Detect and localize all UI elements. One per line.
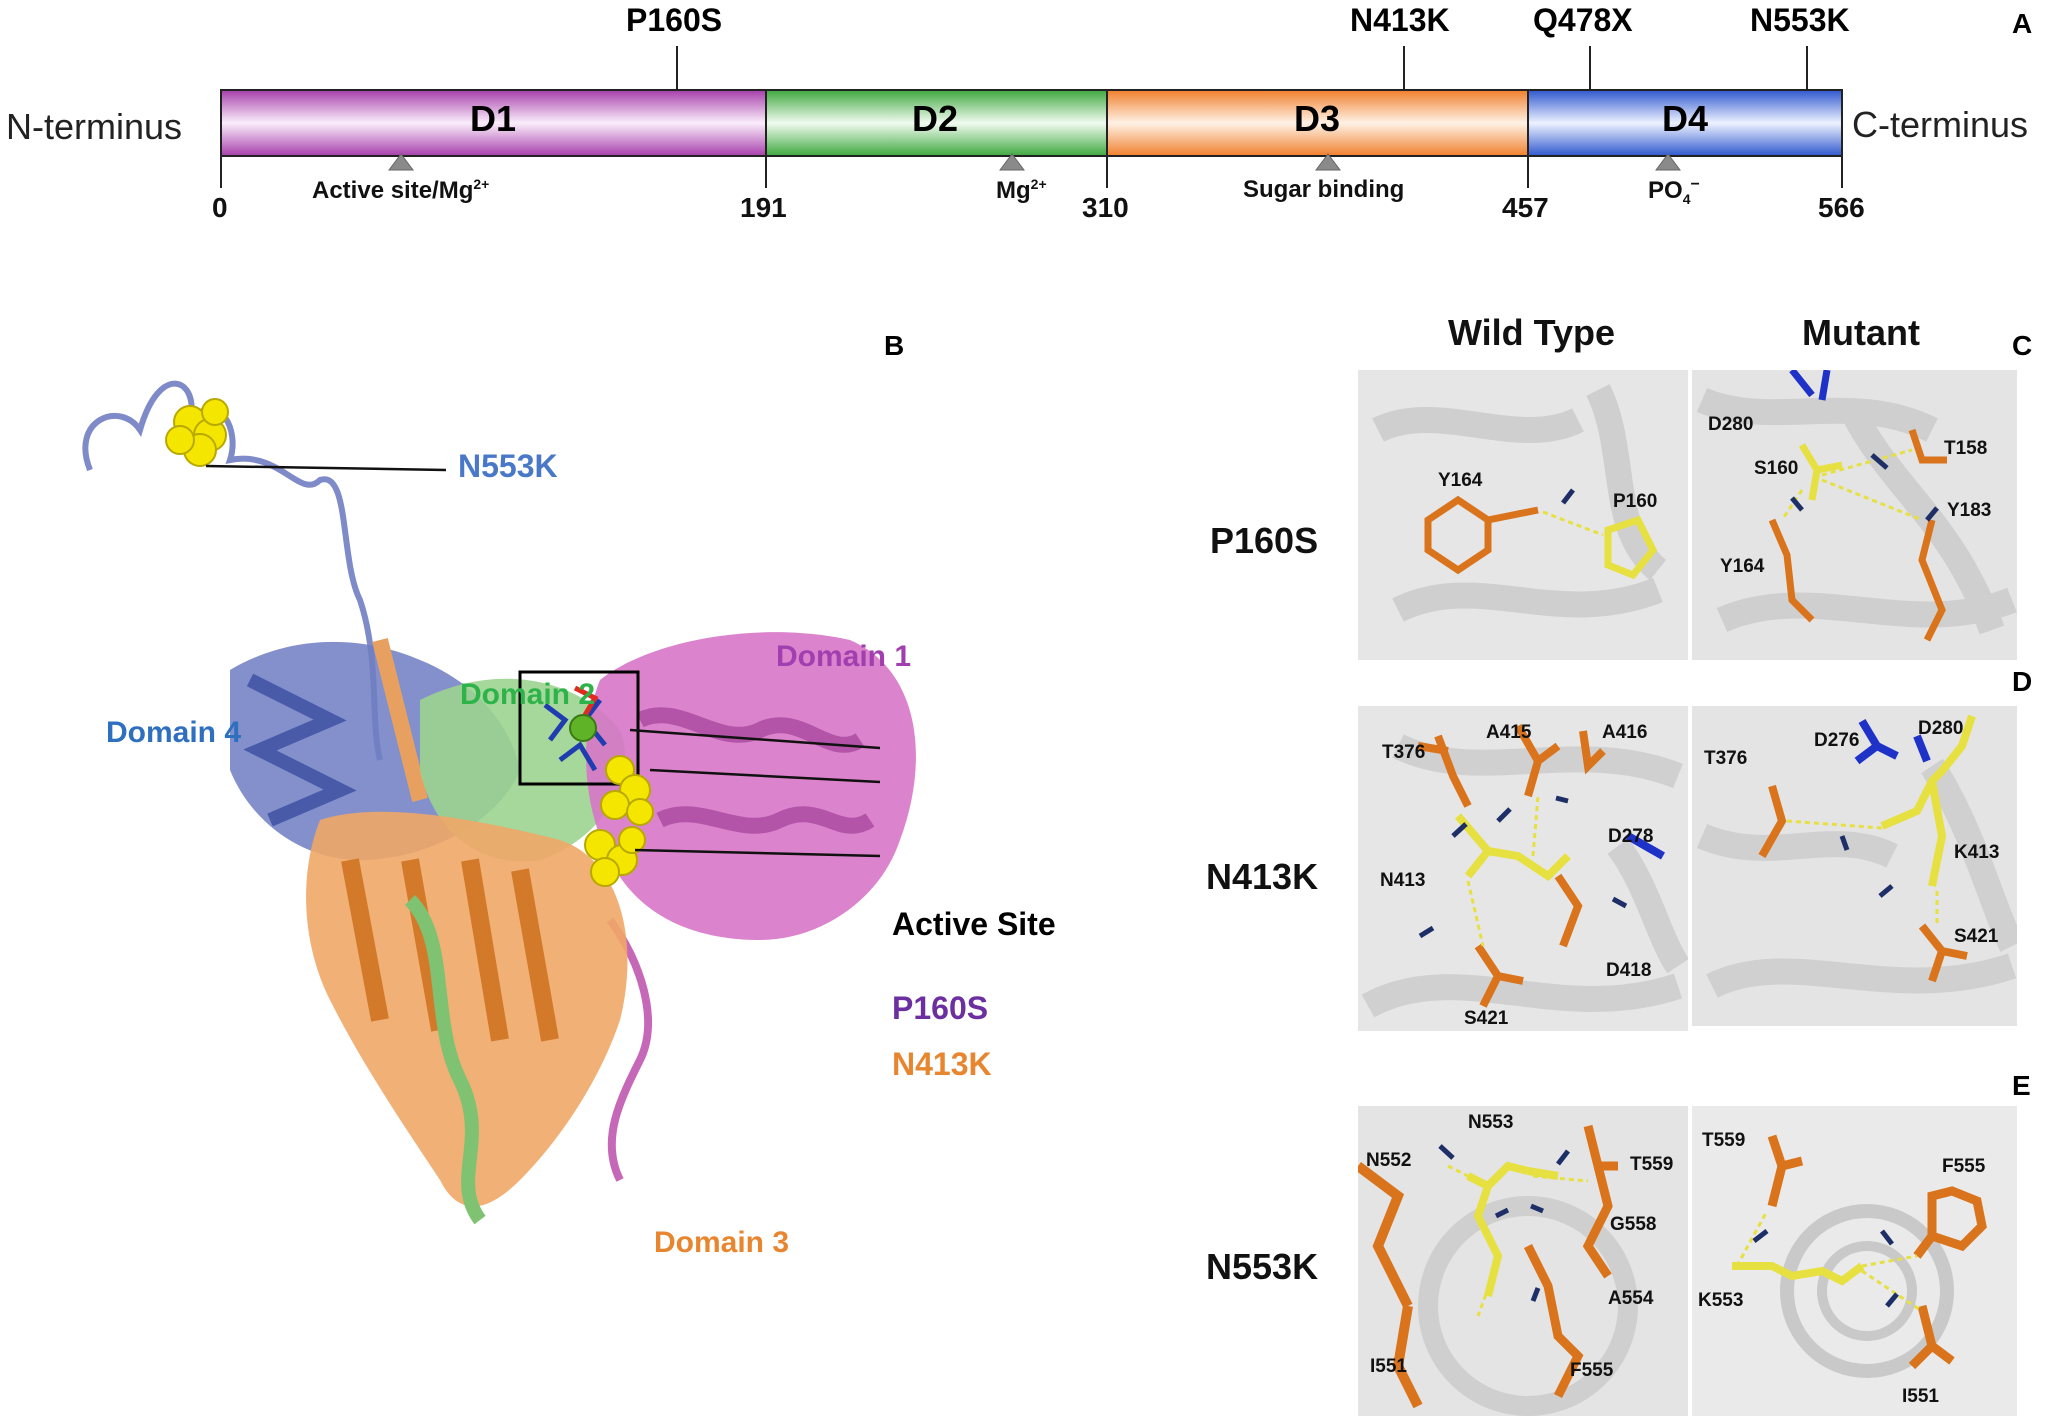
callout-p160s: P160S xyxy=(892,990,989,1026)
res-c-mut-s160: S160 xyxy=(1754,458,1798,479)
active-site-box xyxy=(518,670,640,786)
label-domain-3: Domain 3 xyxy=(654,1226,790,1259)
panel-letter-e: E xyxy=(2012,1070,2031,1101)
protein-structure-svg xyxy=(82,380,916,1225)
mutation-label-n413k: N413K xyxy=(1350,2,1450,38)
col-title-wild-type: Wild Type xyxy=(1448,312,1616,353)
res-d-mut-d280: D280 xyxy=(1918,718,1963,739)
res-e-wt-f555: F555 xyxy=(1570,1360,1614,1381)
res-e-mut-i551: I551 xyxy=(1902,1386,1939,1407)
panel-d-mutant: T376 D276 D280 K413 S421 xyxy=(1692,706,2017,1026)
label-domain-4: Domain 4 xyxy=(106,716,242,749)
res-e-wt-g558: G558 xyxy=(1610,1214,1656,1235)
callout-n553k: N553K xyxy=(458,448,558,484)
panel-e-wild-type: N553 N552 T559 G558 A554 I551 F555 xyxy=(1358,1106,1688,1416)
res-e-wt-n552: N552 xyxy=(1366,1150,1411,1171)
res-c-wt-p160: P160 xyxy=(1613,491,1657,512)
site-phosphate: PO4− xyxy=(1648,176,1700,207)
mutation-label-n553k: N553K xyxy=(1750,2,1850,38)
res-c-wt-y164: Y164 xyxy=(1438,470,1483,491)
boundary-310: 310 xyxy=(1082,192,1129,223)
panel-c-mutant: D280 S160 T158 Y183 Y164 xyxy=(1692,370,2017,660)
res-d-wt-n413: N413 xyxy=(1380,870,1425,891)
col-title-mutant: Mutant xyxy=(1802,312,1920,353)
domain-d1-label: D1 xyxy=(470,98,517,139)
callout-n413k: N413K xyxy=(892,1046,992,1082)
site-active-mg: Active site/Mg2+ xyxy=(312,176,490,204)
mutation-label-q478x: Q478X xyxy=(1533,2,1633,38)
boundary-191: 191 xyxy=(740,192,787,223)
res-c-mut-y183: Y183 xyxy=(1947,500,1991,521)
res-d-wt-d418: D418 xyxy=(1606,960,1651,981)
res-d-wt-d278: D278 xyxy=(1608,826,1653,847)
domain-d2-segment xyxy=(765,89,1108,157)
boundary-457: 457 xyxy=(1502,192,1549,223)
panel-letter-b: B xyxy=(884,330,905,361)
domain-d3-label: D3 xyxy=(1294,98,1341,139)
label-domain-2: Domain 2 xyxy=(460,678,596,711)
mutation-label-p160s: P160S xyxy=(626,2,723,38)
res-d-mut-k413: K413 xyxy=(1954,842,1999,863)
boundary-566: 566 xyxy=(1818,192,1865,223)
label-domain-1: Domain 1 xyxy=(776,640,912,673)
res-e-mut-k553: K553 xyxy=(1698,1290,1743,1311)
callout-active-site: Active Site xyxy=(892,906,1056,942)
c-terminus-label: C-terminus xyxy=(1852,104,2029,145)
boundary-0: 0 xyxy=(212,192,228,223)
row-label-p160s: P160S xyxy=(1210,520,1319,561)
res-d-wt-a416: A416 xyxy=(1602,722,1647,743)
site-sugar-binding: Sugar binding xyxy=(1243,176,1405,203)
res-d-mut-s421: S421 xyxy=(1954,926,1999,947)
panel-letter-d: D xyxy=(2012,666,2033,697)
row-label-n553k: N553K xyxy=(1206,1246,1319,1287)
row-label-n413k: N413K xyxy=(1206,856,1319,897)
res-c-mut-t158: T158 xyxy=(1944,438,1987,459)
res-d-wt-t376: T376 xyxy=(1382,742,1425,763)
res-e-mut-t559: T559 xyxy=(1702,1130,1745,1151)
res-e-wt-n553: N553 xyxy=(1468,1112,1513,1133)
res-d-mut-d276: D276 xyxy=(1814,730,1859,751)
domain-bar-svg xyxy=(220,46,1843,188)
res-c-mut-y164: Y164 xyxy=(1720,556,1765,577)
panel-letter-a: A xyxy=(2012,8,2033,39)
panel-d-wild-type: T376 A415 A416 D278 N413 D418 S421 xyxy=(1358,706,1688,1031)
res-d-mut-t376: T376 xyxy=(1704,748,1747,769)
res-d-wt-a415: A415 xyxy=(1486,722,1532,743)
res-c-mut-d280: D280 xyxy=(1708,414,1753,435)
panel-c-wild-type: Y164 P160 xyxy=(1358,370,1688,660)
res-e-wt-t559: T559 xyxy=(1630,1154,1673,1175)
domain-d4-segment xyxy=(1527,89,1843,157)
panel-e-mutant: T559 F555 K553 I551 xyxy=(1692,1106,2017,1416)
res-e-wt-i551: I551 xyxy=(1370,1356,1407,1377)
domain-d4-label: D4 xyxy=(1662,98,1709,139)
res-e-wt-a554: A554 xyxy=(1608,1288,1654,1309)
site-mg: Mg2+ xyxy=(996,176,1047,204)
n-terminus-label: N-terminus xyxy=(6,106,183,147)
panel-letter-c: C xyxy=(2012,330,2033,361)
res-d-wt-s421: S421 xyxy=(1464,1008,1509,1029)
res-e-mut-f555: F555 xyxy=(1942,1156,1986,1177)
domain-d3-segment xyxy=(1106,89,1529,157)
domain-d2-label: D2 xyxy=(912,98,959,139)
